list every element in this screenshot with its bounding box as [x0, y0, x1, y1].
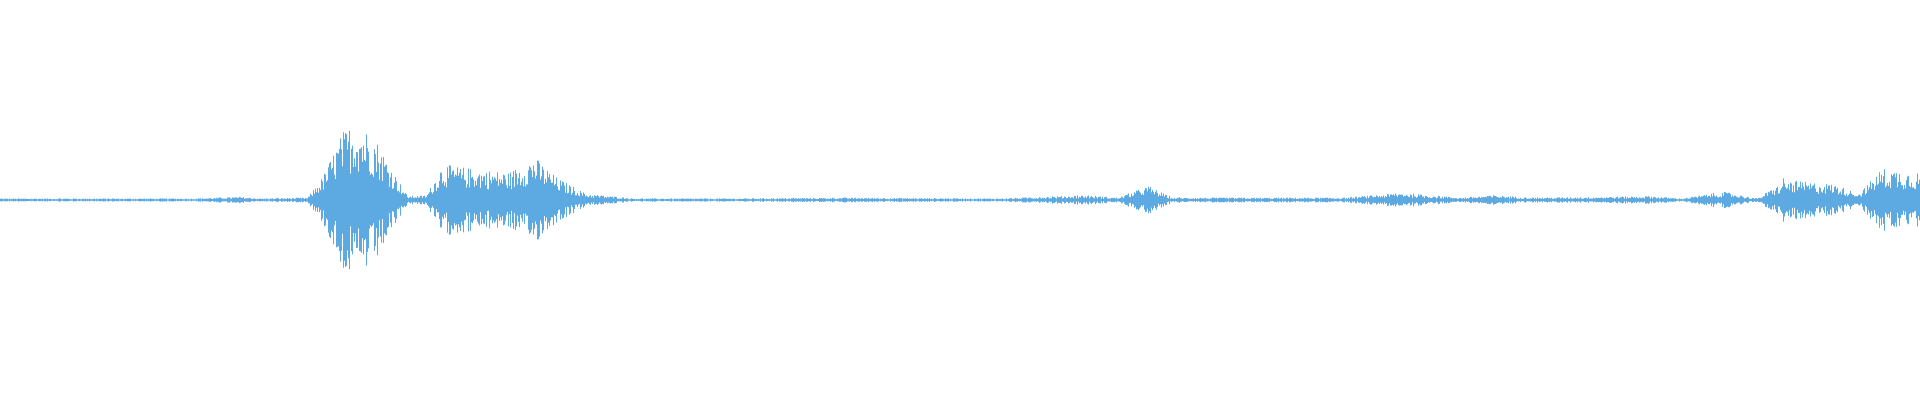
waveform-samples	[0, 130, 1920, 270]
waveform-path	[0, 130, 1920, 270]
